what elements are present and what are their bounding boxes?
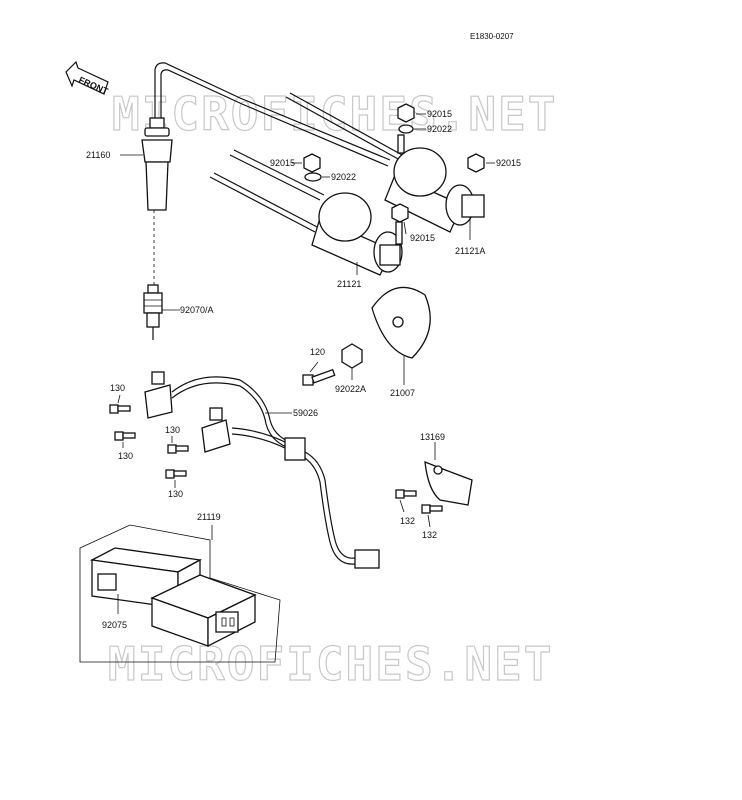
washer-92022-top	[398, 124, 414, 134]
screw-130-b	[114, 431, 136, 441]
label-132-a: 132	[400, 516, 415, 526]
pickup-coil-upper	[144, 371, 173, 419]
label-59026: 59026	[293, 408, 318, 418]
screw-132-b	[421, 504, 443, 514]
nut-92015-lower	[391, 203, 409, 223]
ic-igniter-21119-box	[79, 524, 281, 663]
label-21160: 21160	[86, 150, 110, 160]
label-130-b: 130	[118, 451, 133, 461]
washer-92022-left	[304, 172, 322, 182]
screw-132-a	[395, 489, 417, 499]
label-92015-right: 92015	[496, 158, 521, 168]
front-label: FRONT	[77, 75, 110, 97]
label-130-a: 130	[110, 383, 125, 393]
label-21121A: 21121A	[455, 246, 485, 256]
plate-21007	[371, 286, 431, 359]
screw-130-a	[109, 404, 131, 414]
ignition-coil-21121	[311, 192, 403, 276]
watermark-bottom: MICROFICHES.NET	[108, 637, 553, 691]
nut-92015-right	[467, 153, 485, 173]
spark-plug-cap-21160	[141, 62, 391, 285]
label-92022A: 92022A	[335, 384, 366, 394]
diagram-code: E1830-0207	[470, 32, 514, 41]
label-92070-A: 92070/A	[180, 305, 214, 315]
bracket-13169	[424, 460, 473, 506]
label-21119: 21119	[197, 512, 221, 522]
front-arrow-icon: FRONT	[65, 60, 110, 97]
label-120: 120	[310, 347, 325, 357]
igniter-unit	[150, 574, 257, 648]
label-92075: 92075	[102, 620, 127, 630]
nut-92022A	[341, 343, 363, 369]
label-92015-left: 92015	[270, 158, 295, 168]
label-21007: 21007	[390, 388, 415, 398]
label-130-c: 130	[165, 425, 180, 435]
pickup-coil-lower	[201, 407, 231, 453]
bolt-120	[302, 368, 336, 386]
label-92015-top: 92015	[427, 109, 452, 119]
watermark-top: MICROFICHES.NET	[112, 87, 557, 141]
screw-130-c	[167, 444, 189, 454]
label-130-d: 130	[168, 489, 183, 499]
label-132-b: 132	[422, 530, 437, 540]
nut-92015-left	[303, 153, 321, 173]
nut-92015-top	[397, 103, 415, 123]
label-92022-left: 92022	[331, 172, 356, 182]
ignition-coil-21121A	[384, 134, 485, 233]
label-92015-lower: 92015	[410, 233, 435, 243]
label-21121: 21121	[337, 279, 361, 289]
label-92022-top: 92022	[427, 124, 452, 134]
screw-130-d	[165, 469, 187, 479]
spark-plug-92070	[143, 284, 163, 340]
wire-harness-59026	[171, 376, 380, 569]
label-13169: 13169	[420, 432, 445, 442]
